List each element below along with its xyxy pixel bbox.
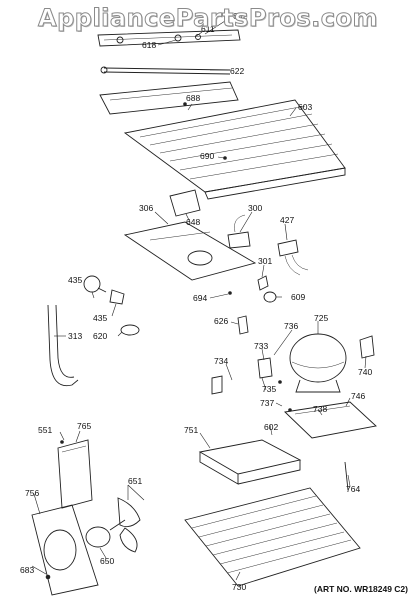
screw-part [45, 574, 51, 580]
screw-part [183, 102, 187, 106]
callout-764: 764 [346, 484, 360, 494]
callout-746: 746 [351, 391, 365, 401]
callout-682: 682 [233, 11, 247, 21]
callout-737: 737 [260, 398, 274, 408]
screw-part [288, 408, 292, 412]
callout-735: 735 [262, 384, 276, 394]
callout-618: 618 [142, 40, 156, 50]
art-number: (ART NO. WR18249 C2) [314, 584, 408, 594]
compressor-part [289, 333, 347, 393]
callout-650: 650 [100, 556, 114, 566]
bracket-part [211, 375, 223, 395]
callout-690: 690 [200, 151, 214, 161]
callout-730: 730 [232, 582, 246, 592]
callout-435-socket: 435 [93, 313, 107, 323]
callout-648: 648 [186, 217, 200, 227]
callout-694: 694 [193, 293, 207, 303]
thermostat-part [227, 214, 251, 249]
evaporator-cover-part [123, 189, 257, 281]
callout-651: 651 [128, 476, 142, 486]
bracket-part [344, 461, 349, 491]
callout-609: 609 [291, 292, 305, 302]
shelf-housing-part [99, 81, 239, 115]
callout-602: 602 [264, 422, 278, 432]
drain-tube-part [47, 304, 79, 387]
screw-part [60, 440, 64, 444]
callout-683: 683 [20, 565, 34, 575]
screw-part [278, 380, 282, 384]
light-bulb-part [83, 275, 125, 305]
callout-725: 725 [314, 313, 328, 323]
tray-part [198, 439, 302, 485]
watermark-text: AppliancePartsPros.com [38, 4, 378, 33]
relay-part [237, 315, 273, 379]
callout-313: 313 [68, 331, 82, 341]
callout-736: 736 [284, 321, 298, 331]
light-rod-part [100, 66, 231, 75]
callout-738: 738 [313, 404, 327, 414]
callout-622: 622 [230, 66, 244, 76]
socket-part [257, 275, 277, 303]
callout-765: 765 [77, 421, 91, 431]
callout-734: 734 [214, 356, 228, 366]
callout-626: 626 [214, 316, 228, 326]
fan-motor-part [85, 497, 141, 553]
callout-435-bulb: 435 [68, 275, 82, 285]
callout-603: 603 [298, 102, 312, 112]
panel-part [57, 439, 93, 509]
callout-306: 306 [139, 203, 153, 213]
cap-part [120, 324, 140, 336]
screw-part [228, 291, 232, 295]
condenser-coil-part [184, 487, 361, 587]
callout-427: 427 [280, 215, 294, 225]
freezer-shelf-part [123, 99, 346, 200]
leader-lines [31, 20, 367, 581]
callout-300: 300 [248, 203, 262, 213]
callout-756: 756 [25, 488, 39, 498]
fan-shroud-part [31, 504, 99, 596]
drain-pan-part [284, 401, 377, 439]
wire-harness-part [277, 239, 309, 276]
callout-301: 301 [258, 256, 272, 266]
callout-751: 751 [184, 425, 198, 435]
callout-740: 740 [358, 367, 372, 377]
light-housing-part [97, 29, 241, 47]
callout-551: 551 [38, 425, 52, 435]
callout-733: 733 [254, 341, 268, 351]
callout-620: 620 [93, 331, 107, 341]
callout-611: 611 [201, 24, 215, 34]
clip-part [359, 335, 375, 359]
callout-688: 688 [186, 93, 200, 103]
